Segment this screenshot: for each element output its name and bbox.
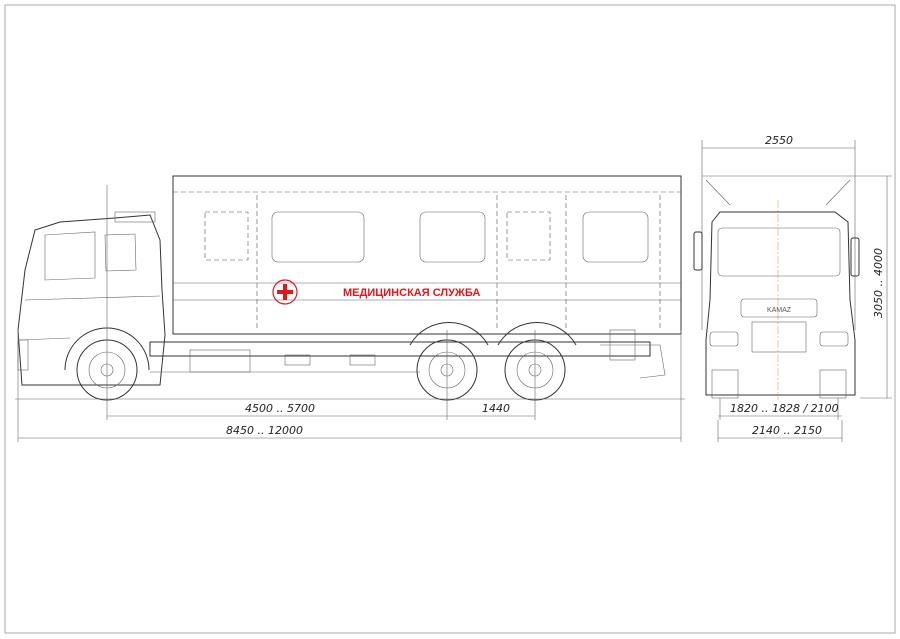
cab xyxy=(17,211,166,386)
sheet-border xyxy=(4,4,896,634)
tandem-dimension: 1440 xyxy=(482,402,510,415)
wheelbase-dimension: 4500 .. 5700 xyxy=(245,402,315,415)
side-dimensions: 4500 .. 5700 1440 8450 .. 12000 xyxy=(17,185,682,442)
track-inner-dimension: 1820 .. 1828 / 2100 xyxy=(730,402,839,415)
red-cross-emblem xyxy=(272,279,298,305)
body-label: МЕДИЦИНСКАЯ СЛУЖБА xyxy=(343,287,480,299)
front-dimensions: 2550 3050 .. 4000 1820 .. 1828 / 2100 21… xyxy=(701,134,892,442)
width-dimension: 2550 xyxy=(765,134,793,147)
track-outer-dimension: 2140 .. 2150 xyxy=(752,424,822,437)
front-view: KAMAZ 2550 3050 .. 4000 1820 .. 1828 / 2… xyxy=(693,134,892,442)
chassis-frame xyxy=(149,329,666,379)
side-view: МЕДИЦИНСКАЯ СЛУЖБА 4500 .. 5700 1440 xyxy=(15,175,685,442)
kamaz-grille-logo: KAMAZ xyxy=(767,307,792,314)
length-dimension: 8450 .. 12000 xyxy=(226,424,303,437)
height-dimension: 3050 .. 4000 xyxy=(872,248,885,318)
medical-body xyxy=(172,175,682,335)
